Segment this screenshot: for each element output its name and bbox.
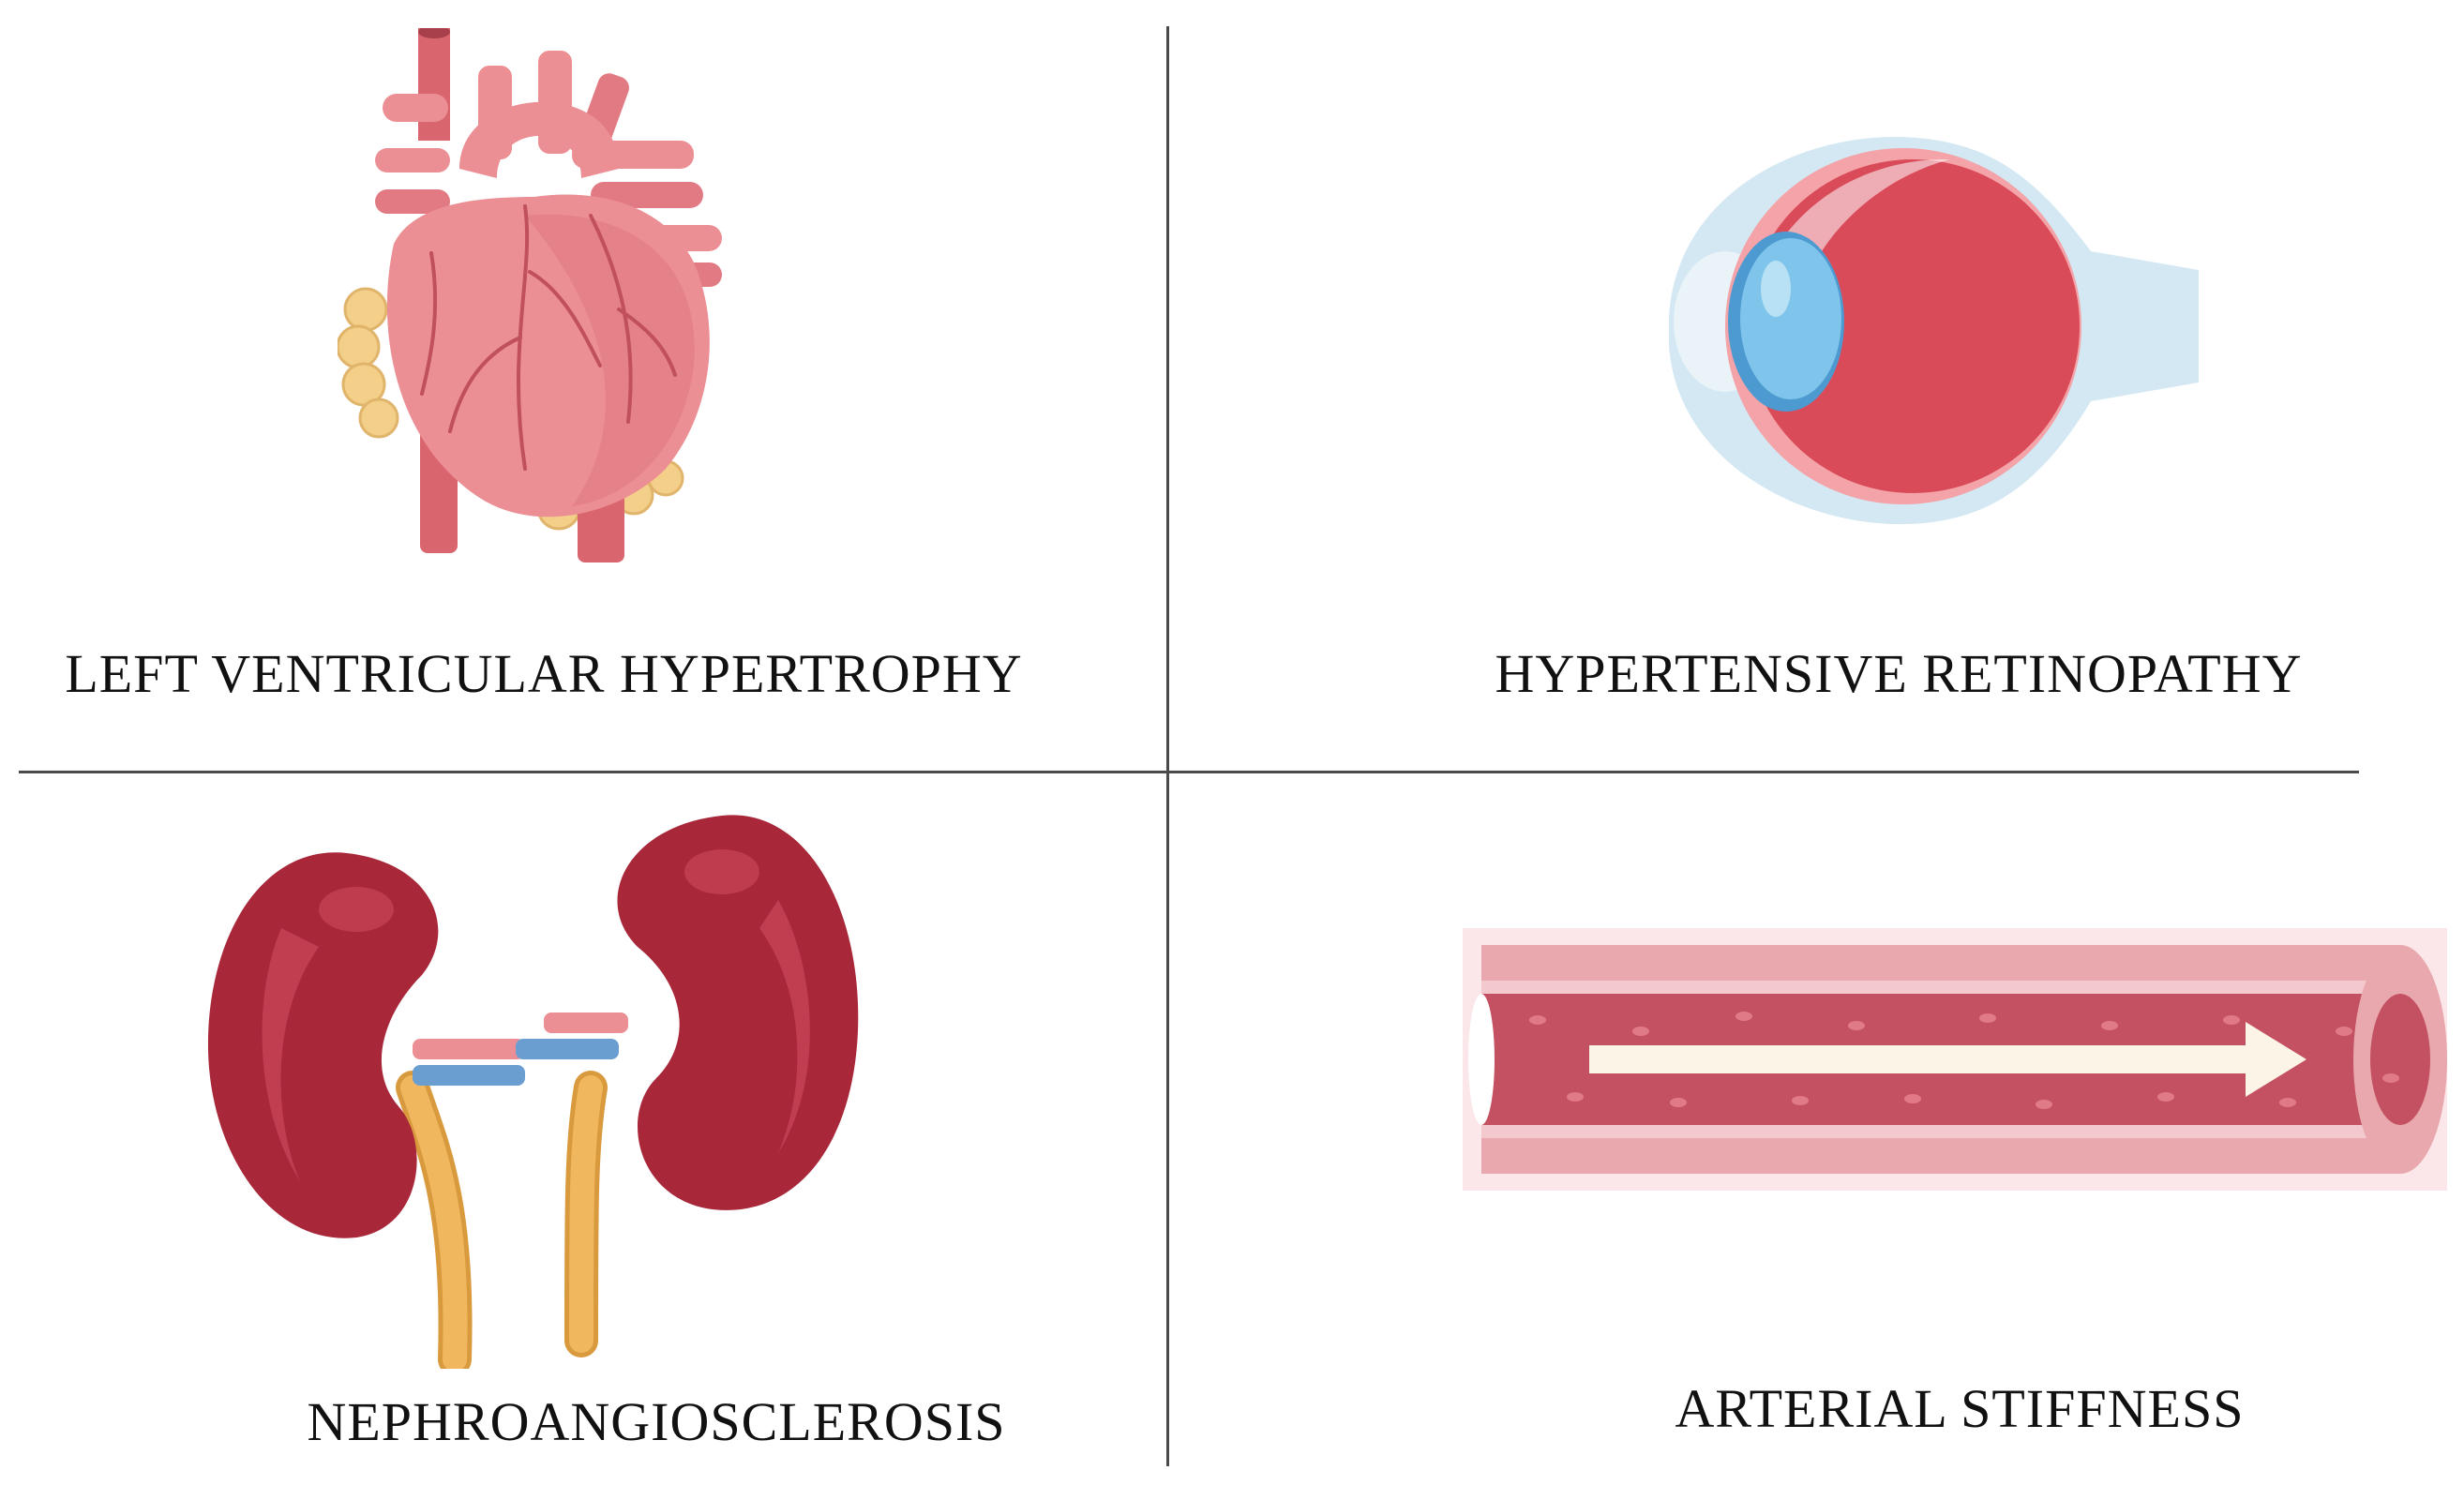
- label-hypertensive-retinopathy: HYPERTENSIVE RETINOPATHY: [1495, 643, 2303, 704]
- kidneys-icon: [207, 815, 859, 1369]
- eye-icon: [1669, 137, 2199, 525]
- label-arterial-stiffness: ARTERIAL STIFFNESS: [1675, 1378, 2245, 1439]
- label-nephroangiosclerosis: NEPHROANGIOSCLEROSIS: [307, 1391, 1006, 1452]
- horizontal-divider: [19, 771, 2359, 773]
- label-left-ventricular-hypertrophy: LEFT VENTRICULAR HYPERTROPHY: [65, 643, 1023, 704]
- artery-icon: [1463, 928, 2447, 1191]
- heart-icon: [338, 28, 722, 562]
- vertical-divider: [1166, 26, 1169, 1466]
